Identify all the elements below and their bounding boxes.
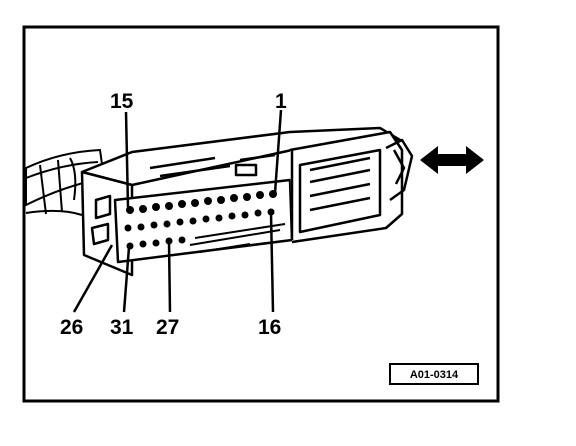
pin-row-upper	[126, 190, 277, 214]
callout-pin-26: 26	[60, 316, 83, 339]
callout-pin-15: 15	[110, 90, 134, 113]
leader-lines	[72, 109, 283, 313]
callout-pin-1: 1	[275, 90, 287, 113]
reference-code: A01-0314	[410, 369, 459, 381]
reference-code-box	[389, 363, 479, 385]
callout-pin-27: 27	[156, 316, 179, 339]
double-arrow-icon	[420, 146, 484, 174]
pin-face-detail	[189, 223, 286, 253]
pin-row-middle	[124, 208, 275, 232]
callout-pin-16: 16	[258, 316, 281, 339]
callout-pin-31: 31	[110, 316, 134, 339]
